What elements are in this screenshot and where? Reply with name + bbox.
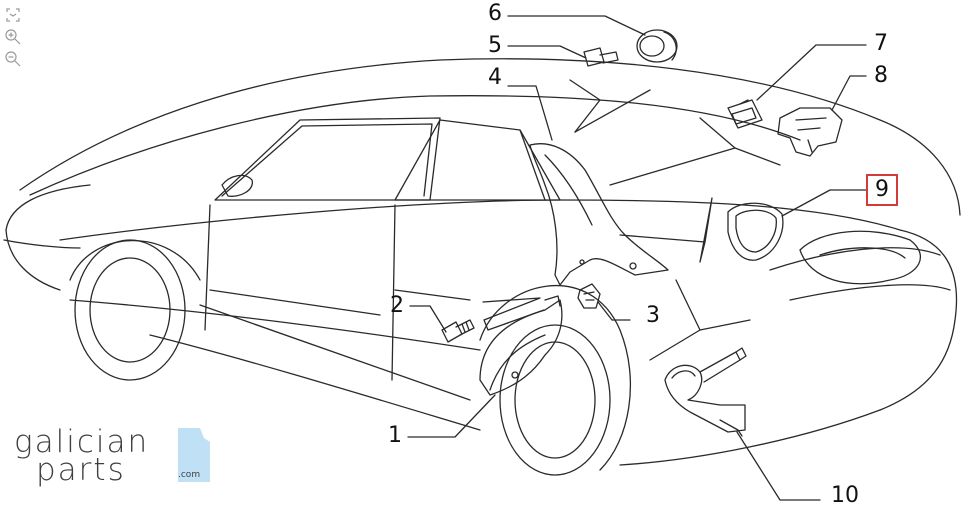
part-7-switch: [727, 99, 763, 129]
part-5-clip: [583, 47, 619, 67]
grouping-lines: [482, 79, 781, 361]
logo-word-parts: parts: [36, 452, 126, 488]
fit-icon[interactable]: [4, 6, 22, 24]
leader-lines: [407, 15, 867, 501]
callout-5: 5: [488, 33, 502, 58]
part-3-clip: [577, 283, 601, 309]
part-2-screw: [441, 319, 475, 343]
part-1-wheel-arch-liner: [479, 295, 563, 396]
part-10-actuator: [664, 347, 747, 437]
part-9-seal: [727, 202, 784, 261]
callout-6: 6: [488, 1, 502, 26]
zoom-toolbar: [4, 6, 24, 68]
logo-domain: .com: [178, 470, 201, 480]
side-windows: [214, 117, 561, 201]
callout-2: 2: [390, 293, 404, 318]
doors: [204, 204, 471, 381]
callout-10: 10: [831, 483, 859, 508]
part-8-bracket: [777, 107, 843, 157]
front-wheel: [69, 239, 201, 381]
zoom-out-icon[interactable]: [4, 50, 22, 68]
callout-9-highlighted[interactable]: 9: [866, 174, 898, 206]
callout-7: 7: [874, 31, 888, 56]
callout-1: 1: [388, 423, 402, 448]
callout-4: 4: [488, 65, 502, 90]
callout-3: 3: [646, 303, 660, 328]
part-6-grommet: [636, 29, 678, 63]
car-body: [3, 58, 961, 466]
part-4-pillar-trim: [529, 143, 669, 286]
zoom-in-icon[interactable]: [4, 28, 22, 46]
callout-8: 8: [874, 63, 888, 88]
logo-accent-shape: [178, 428, 210, 482]
logo-word-galician: galician: [14, 424, 150, 460]
galicianparts-logo: galician parts .com: [14, 424, 214, 490]
